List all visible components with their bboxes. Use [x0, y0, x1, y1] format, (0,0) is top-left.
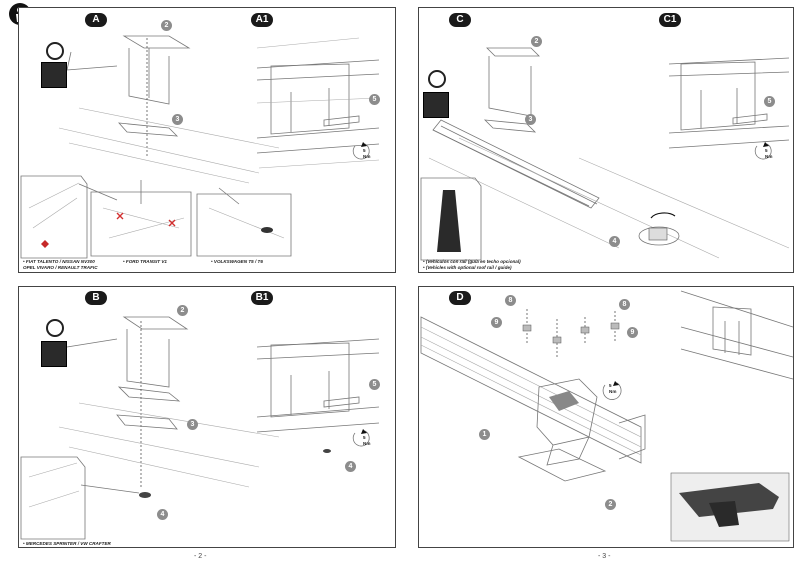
- callout-8: 8: [505, 295, 516, 306]
- callout-3: 3: [172, 114, 183, 125]
- page-number-left: - 2 -: [194, 553, 207, 560]
- tool-circle-icon: [46, 319, 64, 337]
- mounting-illustration: [420, 47, 790, 261]
- panel-label: D: [449, 291, 471, 305]
- caption-opel: OPEL VIVARO / RENAULT TRAFIC: [23, 265, 98, 270]
- caption-ford: • FORD TRANSIT V1: [123, 259, 167, 264]
- callout-5: 5: [369, 94, 380, 105]
- tool-circle-icon: [46, 42, 64, 60]
- callout-9: 9: [491, 317, 502, 328]
- caption-rail-en: • (Vehicles with optional roof rail / gu…: [423, 265, 512, 270]
- mounting-illustration: [20, 35, 380, 259]
- tool-box-icon: [41, 341, 67, 367]
- panel-label: C: [449, 13, 471, 27]
- rotate-arrow-icon: [602, 382, 622, 400]
- panel-label: B: [85, 291, 107, 305]
- tool-circle-icon: [428, 70, 446, 88]
- caption-vw: • VOLKSWAGEN T5 / T6: [211, 259, 263, 264]
- caption-mercedes: • MERCEDES SPRINTER / VW CRAFTER: [23, 541, 111, 546]
- callout-4: 4: [609, 236, 620, 247]
- tool-box-icon: [41, 62, 67, 88]
- callout-4: 4: [345, 461, 356, 472]
- mounting-illustration: [420, 290, 793, 542]
- panel-sub-label: A1: [251, 13, 273, 27]
- mounting-illustration: [20, 316, 380, 540]
- caption-rail-es: • (Vehículos con raíl (guía en techo opc…: [423, 259, 521, 264]
- callout-3: 3: [525, 114, 536, 125]
- callout-2: 2: [605, 499, 616, 510]
- caption-fiat: • FIAT TALENTO / NISSAN NV300: [23, 259, 95, 264]
- callout-1: 1: [479, 429, 490, 440]
- callout-2: 2: [177, 305, 188, 316]
- callout-5: 5: [764, 96, 775, 107]
- page-number-right: - 3 -: [598, 553, 611, 560]
- panel-label: A: [85, 13, 107, 27]
- callout-2: 2: [161, 20, 172, 31]
- callout-3: 3: [187, 419, 198, 430]
- callout-5: 5: [369, 379, 380, 390]
- callout-2: 2: [531, 36, 542, 47]
- panel-sub-label: C1: [659, 13, 681, 27]
- callout-9: 9: [627, 327, 638, 338]
- warning-x-icon: [116, 212, 124, 220]
- panel-sub-label: B1: [251, 291, 273, 305]
- callout-8: 8: [619, 299, 630, 310]
- tool-box-icon: [423, 92, 449, 118]
- callout-4: 4: [157, 509, 168, 520]
